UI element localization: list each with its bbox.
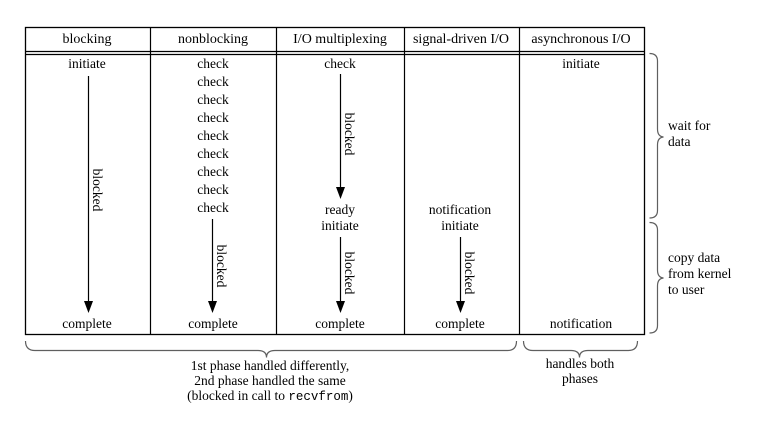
wait-for-data-brace bbox=[649, 52, 664, 219]
copy-data-label-line3: to user bbox=[668, 282, 705, 297]
nonblocking-blocked-label: blocked bbox=[213, 244, 229, 288]
nonblocking-check-label: check bbox=[197, 128, 229, 143]
copy-data-label-line2: from kernel bbox=[668, 266, 732, 281]
blocking-blocked-label: blocked bbox=[89, 168, 105, 212]
table-border bbox=[24, 26, 646, 336]
copy-data-brace bbox=[649, 221, 664, 334]
blocking-initiate-label: initiate bbox=[68, 56, 106, 71]
nonblocking-check-label: check bbox=[197, 56, 229, 71]
asynchronous-initiate-label: initiate bbox=[562, 56, 600, 71]
header-nonblocking: nonblocking bbox=[178, 32, 248, 47]
multiplexing-complete-label: complete bbox=[315, 316, 365, 331]
multiplexing-initiate-label: initiate bbox=[321, 218, 359, 233]
nonblocking-check-label: check bbox=[197, 146, 229, 161]
first-phase-brace bbox=[24, 340, 518, 358]
first-phase-note-line3: (blocked in call to recvfrom) bbox=[187, 388, 353, 405]
signal-driven-notification-label: notification bbox=[428, 202, 492, 217]
header-signal-driven-io: signal-driven I/O bbox=[412, 32, 510, 47]
nonblocking-check-label: check bbox=[197, 164, 229, 179]
first-phase-note-line2: 2nd phase handled the same bbox=[194, 373, 346, 388]
multiplexing-blocked-label-1: blocked bbox=[341, 112, 357, 156]
nonblocking-check-label: check bbox=[197, 74, 229, 89]
nonblocking-complete-label: complete bbox=[188, 316, 238, 331]
handles-both-label-line1: handles both bbox=[545, 356, 615, 371]
header-asynchronous-io: asynchronous I/O bbox=[531, 32, 631, 47]
signal-driven-blocked-label: blocked bbox=[461, 251, 477, 295]
blocking-complete-label: complete bbox=[62, 316, 112, 331]
recvfrom-code: recvfrom bbox=[288, 390, 349, 404]
nonblocking-check-label: check bbox=[197, 92, 229, 107]
signal-driven-complete-label: complete bbox=[435, 316, 485, 331]
wait-for-data-label-line2: data bbox=[668, 134, 691, 149]
copy-data-label-line1: copy data bbox=[668, 250, 721, 265]
signal-driven-initiate-label: initiate bbox=[441, 218, 479, 233]
header-blocking: blocking bbox=[62, 32, 112, 47]
nonblocking-check-label: check bbox=[197, 200, 229, 215]
nonblocking-check-label: check bbox=[197, 110, 229, 125]
note-code-prefix: (blocked in call to bbox=[187, 388, 289, 403]
note-code-suffix: ) bbox=[348, 388, 353, 403]
first-phase-note-line1: 1st phase handled differently, bbox=[190, 358, 350, 373]
wait-for-data-label-line1: wait for bbox=[668, 118, 711, 133]
multiplexing-check-label: check bbox=[324, 56, 356, 71]
nonblocking-check-label: check bbox=[197, 182, 229, 197]
multiplexing-ready-label: ready bbox=[325, 202, 355, 217]
asynchronous-notification-label: notification bbox=[549, 316, 613, 331]
handles-both-label-line2: phases bbox=[562, 371, 598, 386]
header-io-multiplexing: I/O multiplexing bbox=[293, 32, 387, 47]
multiplexing-blocked-label-2: blocked bbox=[341, 251, 357, 295]
